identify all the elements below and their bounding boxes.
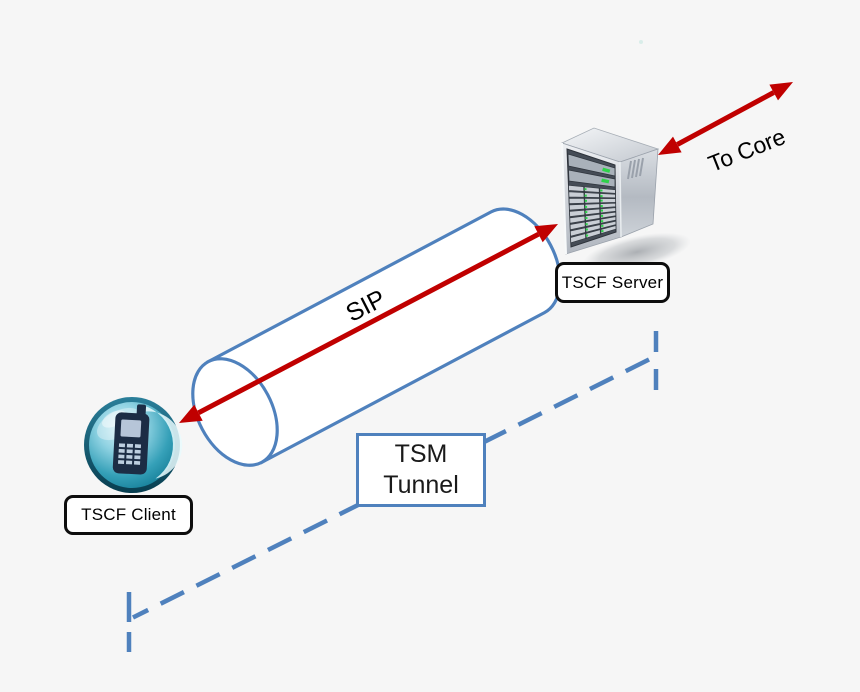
server-shadow <box>583 232 691 272</box>
to-core-arrowhead-left <box>658 136 682 155</box>
mobile-phone-sphere-icon <box>84 397 183 493</box>
server-bay-leds <box>584 188 604 237</box>
server-label-text: TSCF Server <box>561 272 664 292</box>
to-core-arrowhead-right <box>769 82 793 101</box>
client-label-box: TSCF Client <box>64 495 193 535</box>
client-label-text: TSCF Client <box>81 505 176 524</box>
tsm-tunnel-line2: Tunnel <box>383 471 459 499</box>
to-core-arrow <box>658 82 793 155</box>
tsm-tunnel-line1: TSM <box>394 440 448 468</box>
server-unit-2 <box>568 169 616 188</box>
sip-arrowhead-client <box>179 404 203 423</box>
phone-glyph <box>112 404 150 475</box>
server-edge-highlight <box>561 142 567 255</box>
server-bay-dividers <box>583 186 602 240</box>
server-label-box: TSCF Server <box>555 262 670 303</box>
server-drive-bays <box>568 184 617 244</box>
cylinder-body <box>206 207 562 465</box>
server-vents <box>627 157 644 180</box>
server-led-2 <box>601 178 610 184</box>
sip-arrowhead-server <box>534 224 558 243</box>
sip-arrow <box>179 224 558 423</box>
artifact-dot <box>639 40 643 44</box>
phone-screen <box>120 419 142 438</box>
server-tower-icon <box>560 127 691 272</box>
sphere-gloss-crescent <box>140 405 183 479</box>
phone-keypad <box>118 443 142 465</box>
tsm-tunnel-box: TSM Tunnel <box>356 433 486 507</box>
tunnel-cylinder <box>191 207 562 467</box>
server-ridge-highlight <box>619 161 622 238</box>
server-led-1 <box>602 167 611 173</box>
